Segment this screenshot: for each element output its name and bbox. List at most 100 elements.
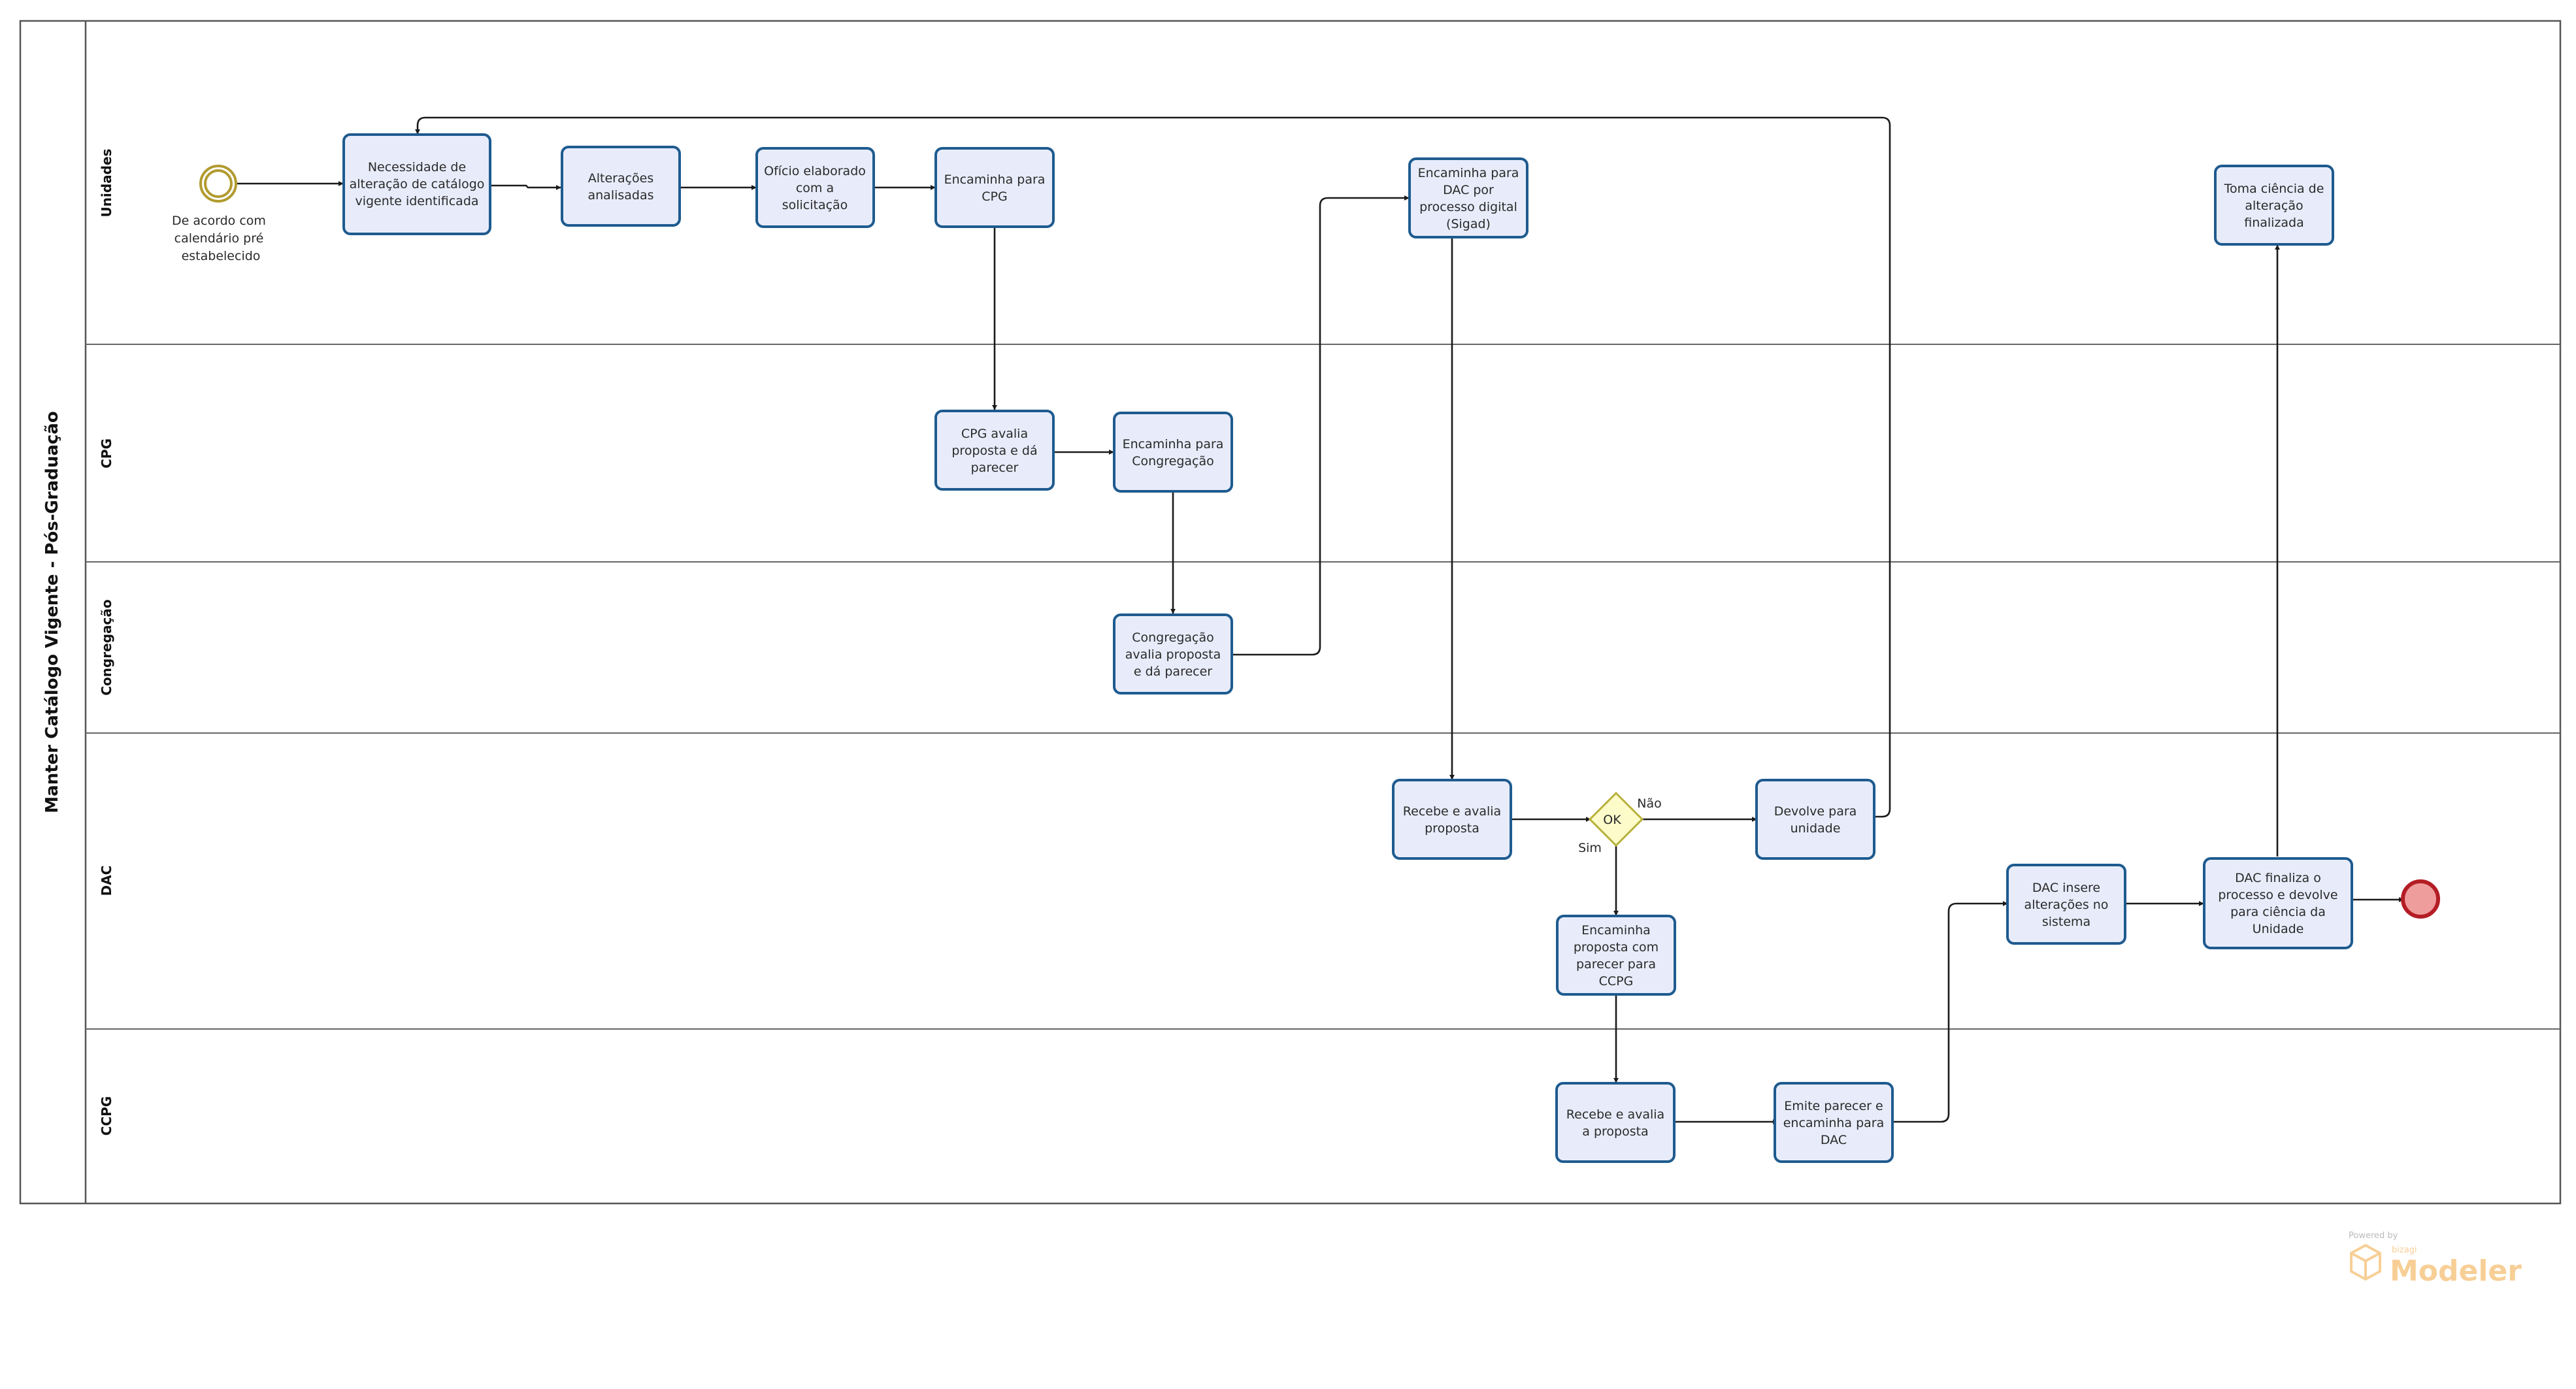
watermark-brand: Modeler <box>2390 1254 2522 1288</box>
task-label-line: analisadas <box>587 188 653 203</box>
task-label-line: Unidade <box>2253 922 2304 936</box>
task-label-line: CCPG <box>1599 974 1634 989</box>
task-necessidade-alteracao[interactable]: Necessidade de alteração de catálogo vigen… <box>342 133 491 235</box>
lane-label-congregacao: Congregação <box>99 599 114 695</box>
task-label-line: Encaminha para <box>1123 437 1224 451</box>
gateway-label: OK <box>1603 813 1621 827</box>
sequence-flows <box>237 116 2404 1124</box>
task-label-line: Encaminha <box>1581 923 1651 938</box>
task-label-line: com a <box>796 181 834 195</box>
task-label: Necessidade de alteração de catálogo vigen… <box>350 160 485 208</box>
pool-border <box>19 20 2562 1205</box>
task-label-line: Encaminha para <box>944 172 1046 187</box>
lane-label-cpg: CPG <box>99 438 114 468</box>
task-label-line: proposta com <box>1574 940 1659 955</box>
flow-t7-t8 <box>1232 195 1410 656</box>
task-label-line: DAC finaliza o <box>2235 871 2321 885</box>
lane-label-ccpg: CCPG <box>99 1096 114 1136</box>
task-toma-ciencia[interactable]: Toma ciência de alteração finalizada <box>2214 165 2334 246</box>
task-label-line: parecer <box>971 461 1019 475</box>
task-label-line: a proposta <box>1582 1124 1648 1139</box>
gateway-no-label: Não <box>1637 796 1661 811</box>
task-label-line: solicitação <box>782 198 848 212</box>
task-label-line: CPG avalia <box>961 427 1028 441</box>
flow-t10-t1 <box>415 116 1891 818</box>
task-label-line: proposta e dá <box>951 444 1037 458</box>
task-label: Alterações analisadas <box>587 171 653 203</box>
task-label-line: CPG <box>982 189 1007 204</box>
task-label: DAC insere alterações no sistema <box>2024 881 2109 929</box>
task-label-line: Recebe e avalia <box>1566 1107 1664 1122</box>
flow-t1-t2 <box>490 184 561 190</box>
task-alteracoes-analisadas[interactable]: Alterações analisadas <box>561 146 681 227</box>
bizagi-cube-icon <box>2350 1243 2381 1281</box>
task-dac-finaliza[interactable]: DAC finaliza o processo e devolve para ciê… <box>2203 857 2353 949</box>
task-devolve-unidade[interactable]: Devolve para unidade <box>1755 779 1875 860</box>
task-label-line: proposta <box>1425 821 1479 836</box>
task-label-line: finalizada <box>2244 216 2304 230</box>
task-label-line: Congregação <box>1132 454 1214 468</box>
task-label: CPG avalia proposta e dá parecer <box>951 427 1037 475</box>
flow-t13-t14 <box>1892 901 2008 1123</box>
task-label-line: Devolve para <box>1774 804 1857 819</box>
task-label-line: para ciência da <box>2230 905 2326 919</box>
task-cpg-avalia[interactable]: CPG avalia proposta e dá parecer <box>934 410 1055 491</box>
task-label-line: Recebe e avalia <box>1403 804 1501 819</box>
task-oficio-elaborado[interactable]: Ofício elaborado com a solicitação <box>755 147 875 228</box>
watermark-powered: Powered by <box>2349 1231 2398 1241</box>
task-label-line: Toma ciência de <box>2224 182 2324 196</box>
task-label-line: alteração de catálogo <box>350 177 485 191</box>
task-label: Recebe e avalia proposta <box>1403 804 1501 836</box>
task-label-line: processo e devolve <box>2218 888 2337 902</box>
task-label-line: encaminha para <box>1783 1116 1885 1130</box>
end-event[interactable] <box>2401 879 2440 919</box>
gateway-yes-label: Sim <box>1578 841 1602 855</box>
task-label: Ofício elaborado com a solicitação <box>764 164 866 212</box>
task-label-line: Emite parecer e <box>1784 1099 1883 1113</box>
task-label: DAC finaliza o processo e devolve para ciê… <box>2218 871 2337 936</box>
task-label-line: e dá parecer <box>1134 664 1212 679</box>
task-label: Recebe e avalia a proposta <box>1566 1107 1664 1139</box>
task-label-line: Necessidade de <box>368 160 466 174</box>
task-label-line: DAC insere <box>2032 881 2100 895</box>
task-label-line: vigente identificada <box>355 194 478 208</box>
task-label-line: sistema <box>2042 915 2090 929</box>
task-label-line: Ofício elaborado <box>764 164 866 178</box>
task-label-line: avalia proposta <box>1125 647 1221 662</box>
task-label-line: Encaminha para <box>1418 166 1519 180</box>
gateway-ok[interactable] <box>1588 791 1644 847</box>
task-label-line: alteração <box>2245 199 2303 213</box>
pool-title: Manter Catálogo Vigente - Pós-Graduação <box>42 411 62 813</box>
task-label-line: DAC <box>1821 1133 1847 1147</box>
task-label: Toma ciência de alteração finalizada <box>2224 182 2324 230</box>
task-label-line: alterações no <box>2024 898 2109 912</box>
task-recebe-avalia-a-proposta[interactable]: Recebe e avalia a proposta <box>1555 1082 1676 1163</box>
start-event[interactable] <box>199 165 237 203</box>
task-dac-insere-alteracoes[interactable]: DAC insere alterações no sistema <box>2006 864 2126 945</box>
task-label-line: processo digital <box>1419 200 1517 214</box>
watermark-brand-small: bizagi <box>2392 1245 2417 1255</box>
task-label: Devolve para unidade <box>1774 804 1857 836</box>
start-event-label: De acordo com calendário pré estabelecid… <box>172 214 270 263</box>
task-label-line: (Sigad) <box>1446 217 1491 231</box>
task-label-line: unidade <box>1791 821 1841 836</box>
task-label-line: DAC por <box>1443 183 1494 197</box>
task-recebe-avalia-proposta[interactable]: Recebe e avalia proposta <box>1392 779 1512 860</box>
lane-label-unidades: Unidades <box>99 149 114 218</box>
task-label-line: Alterações <box>588 171 654 186</box>
task-label-line: parecer para <box>1576 957 1656 972</box>
bizagi-watermark: Powered by bizagi Modeler <box>2349 1231 2522 1288</box>
